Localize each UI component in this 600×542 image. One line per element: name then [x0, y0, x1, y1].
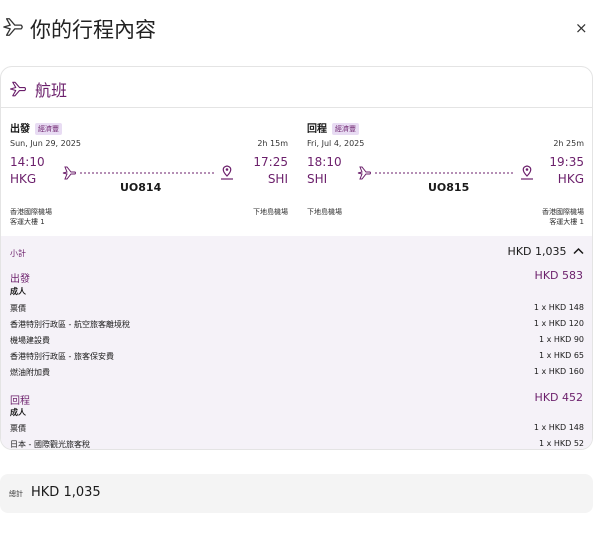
leg-direction: 回程: [307, 124, 327, 135]
fare-item-value: 1 x HKD 52: [538, 439, 584, 448]
total-bar: 總計 HKD 1,035: [0, 474, 593, 513]
arrival-code: SHI: [267, 172, 288, 186]
fare-item-label: 票價: [10, 424, 26, 433]
fare-item-label: 燃油附加費: [10, 368, 50, 377]
arrival-code: HKG: [557, 172, 584, 186]
total-label: 總計: [9, 490, 23, 498]
leg-direction: 出發: [10, 124, 30, 135]
arrival-terminal: 客運大樓 1: [549, 218, 584, 226]
arrival-airport-name: 下地島機場: [253, 208, 288, 216]
location-pin-icon: [521, 165, 533, 180]
route-line: [357, 165, 533, 180]
airplane-icon: [9, 81, 27, 97]
subtotal-label: 小計: [10, 249, 26, 258]
fare-item-value: 1 x HKD 148: [533, 303, 584, 312]
fare-item-value: 1 x HKD 148: [533, 423, 584, 432]
dialog-header: 你的行程內容 ×: [0, 0, 600, 56]
fare-item-label: 機場建設費: [10, 336, 50, 345]
leg-header: 回程經濟豐: [307, 117, 359, 136]
airplane-icon: [62, 166, 76, 180]
leg-date: Fri, Jul 4, 2025: [307, 139, 365, 148]
passenger-type: 成人: [10, 287, 26, 296]
airplane-icon: [357, 166, 371, 180]
departure-airport: 香港國際機場 客運大樓 1: [10, 207, 52, 227]
airplane-icon: [3, 18, 23, 36]
dialog-title: 你的行程內容: [30, 18, 156, 42]
return-fare-heading: 回程: [10, 396, 30, 407]
leg-duration: 2h 15m: [257, 139, 288, 148]
outbound-leg: 出發經濟豐 Sun, Jun 29, 2025 2h 15m 14:10 HKG…: [10, 117, 288, 237]
return-fare-total: HKD 452: [534, 391, 583, 404]
fare-item-value: 1 x HKD 160: [533, 367, 584, 376]
fare-item-value: 1 x HKD 120: [533, 319, 584, 328]
leg-date: Sun, Jun 29, 2025: [10, 139, 81, 148]
arrival-time: 19:35: [549, 155, 584, 169]
outbound-fare-total: HKD 583: [534, 269, 583, 282]
leg-header: 出發經濟豐: [10, 117, 62, 136]
passenger-type: 成人: [10, 408, 26, 417]
total-value: HKD 1,035: [31, 485, 101, 500]
fare-breakdown[interactable]: 小計 HKD 1,035 出發 HKD 583 成人 票價 1 x HKD 14…: [1, 236, 592, 449]
location-pin-icon: [221, 165, 233, 180]
cabin-badge: 經濟豐: [35, 123, 62, 135]
arrival-airport: 香港國際機場 客運大樓 1: [542, 207, 584, 227]
return-leg: 回程經濟豐 Fri, Jul 4, 2025 2h 25m 18:10 SHI …: [307, 117, 584, 237]
card-title-label: 航班: [35, 81, 68, 100]
fare-item-value: 1 x HKD 90: [538, 335, 584, 344]
departure-airport-name: 香港國際機場: [10, 208, 52, 216]
departure-terminal: 客運大樓 1: [10, 218, 45, 226]
fare-item-label: 香港特別行政區 - 旅客保安費: [10, 352, 114, 361]
fare-item-label: 票價: [10, 304, 26, 313]
departure-time: 18:10: [307, 155, 342, 169]
close-icon[interactable]: ×: [575, 19, 588, 37]
departure-airport-name: 下地島機場: [307, 208, 342, 216]
chevron-up-icon: [573, 247, 584, 255]
fare-item-label: 日本 - 國際觀光旅客稅: [10, 440, 90, 449]
subtotal-toggle[interactable]: HKD 1,035: [508, 245, 584, 258]
route-line: [62, 165, 233, 180]
departure-airport: 下地島機場: [307, 207, 342, 217]
cabin-badge: 經濟豐: [332, 123, 359, 135]
leg-duration: 2h 25m: [553, 139, 584, 148]
arrival-airport: 下地島機場: [253, 207, 288, 217]
subtotal-value: HKD 1,035: [507, 245, 567, 258]
departure-code: HKG: [10, 172, 37, 186]
fare-item-label: 香港特別行政區 - 航空旅客離境稅: [10, 320, 130, 329]
flight-number: UO815: [428, 181, 470, 194]
outbound-fare-heading: 出發: [10, 274, 30, 285]
flight-number: UO814: [120, 181, 162, 194]
arrival-time: 17:25: [253, 155, 288, 169]
departure-code: SHI: [307, 172, 328, 186]
arrival-airport-name: 香港國際機場: [542, 208, 584, 216]
flight-card: 航班 出發經濟豐 Sun, Jun 29, 2025 2h 15m 14:10 …: [0, 66, 593, 450]
departure-time: 14:10: [10, 155, 45, 169]
divider: [1, 107, 592, 108]
fare-item-value: 1 x HKD 65: [538, 351, 584, 360]
